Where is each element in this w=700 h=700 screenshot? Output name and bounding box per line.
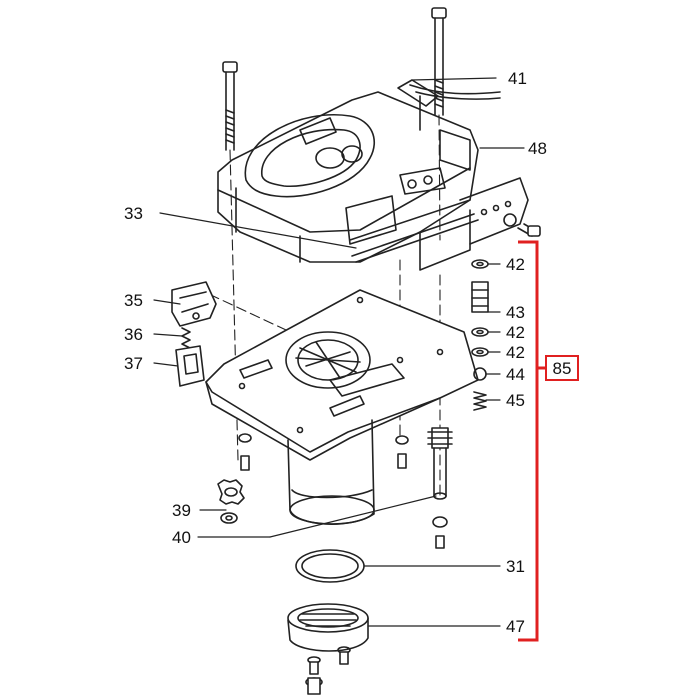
part-label-42-low: 42	[506, 343, 525, 362]
part-label-43: 43	[506, 303, 525, 322]
part-label-40: 40	[172, 528, 191, 547]
part-label-39: 39	[172, 501, 191, 520]
part-label-31: 31	[506, 557, 525, 576]
long-bolt-left	[222, 61, 238, 151]
base-plate	[205, 289, 479, 461]
filter-cup-47	[287, 603, 369, 695]
ring-31	[295, 549, 365, 583]
part-label-48: 48	[528, 139, 547, 158]
gear-shaft	[427, 427, 453, 500]
part-label-37: 37	[124, 354, 143, 373]
part-label-42-top: 42	[506, 255, 525, 274]
kit-bracket: 85	[518, 240, 579, 642]
upper-housing	[217, 79, 541, 271]
clip-37	[175, 345, 205, 387]
part-labels: 41 48 33 35 36 37 42 43 42 42 44 45 39 4…	[124, 69, 547, 636]
gear-39	[217, 479, 245, 524]
bracket-35	[171, 281, 217, 327]
part-label-41: 41	[508, 69, 527, 88]
part-label-47: 47	[506, 617, 525, 636]
small-screws	[238, 433, 448, 549]
part-label-42-mid: 42	[506, 323, 525, 342]
part-label-44: 44	[506, 365, 525, 384]
part-label-45: 45	[506, 391, 525, 410]
valve-parts	[471, 259, 489, 411]
part-label-36: 36	[124, 325, 143, 344]
leader-lines	[153, 77, 525, 627]
part-label-33: 33	[124, 204, 143, 223]
part-label-35: 35	[124, 291, 143, 310]
kit-label: 85	[553, 359, 572, 378]
